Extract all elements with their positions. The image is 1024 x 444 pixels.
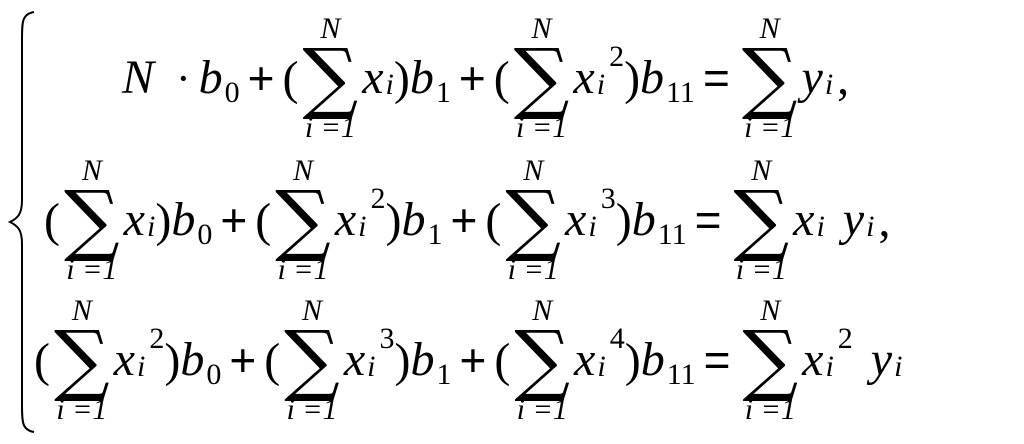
open-paren: (: [34, 333, 50, 387]
n-variable: N: [122, 51, 155, 105]
close-paren: ): [155, 193, 172, 247]
close-paren: ): [393, 51, 410, 105]
summation: N ∑ i =1: [275, 154, 331, 286]
comma: ,: [878, 193, 891, 247]
open-paren: (: [494, 333, 511, 387]
equals-operator: =: [703, 334, 731, 387]
summation: N ∑ i =1: [733, 154, 790, 286]
comma: ,: [837, 51, 850, 105]
plus-operator: +: [459, 334, 487, 387]
close-paren: ): [624, 51, 641, 105]
equals-operator: =: [702, 52, 730, 105]
close-paren: ): [615, 193, 632, 247]
open-paren: (: [493, 51, 510, 105]
open-paren: (: [44, 193, 60, 247]
dot-operator: ·: [176, 53, 191, 103]
close-paren: ): [385, 193, 402, 247]
summation: N ∑ i =1: [284, 294, 340, 426]
summation: N ∑ i =1: [742, 294, 799, 426]
close-paren: ): [624, 333, 641, 387]
open-paren: (: [264, 333, 281, 387]
summation: N ∑ i =1: [741, 12, 798, 144]
plus-operator: +: [247, 52, 275, 105]
summation: N ∑ i =1: [53, 294, 110, 426]
close-paren: ): [394, 333, 411, 387]
plus-operator: +: [220, 194, 248, 247]
open-paren: (: [282, 51, 299, 105]
open-paren: (: [485, 193, 502, 247]
left-brace: [7, 11, 35, 433]
close-paren: ): [164, 333, 181, 387]
summation: N ∑ i =1: [63, 154, 120, 286]
summation: N ∑ i =1: [513, 12, 570, 144]
plus-operator: +: [229, 334, 257, 387]
open-paren: (: [255, 193, 272, 247]
equals-operator: =: [694, 194, 722, 247]
summation: N ∑ i =1: [514, 294, 571, 426]
plus-operator: +: [458, 52, 486, 105]
summation: N ∑ i =1: [505, 154, 562, 286]
plus-operator: +: [450, 194, 478, 247]
summation: N ∑ i =1: [302, 12, 359, 144]
